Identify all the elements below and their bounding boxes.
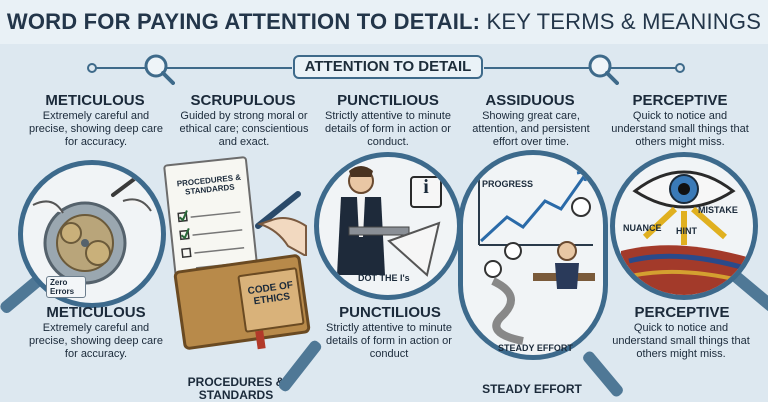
def-punctilious-bottom: Strictly attentive to minute details of … bbox=[326, 322, 452, 360]
term-punctilious: PUNCTILIOUS bbox=[337, 92, 439, 109]
def-meticulous-bottom: Extremely careful and precise, showing d… bbox=[29, 322, 163, 360]
term-scrupulous: SCRUPULOUS bbox=[190, 92, 296, 109]
hint-label: HINT bbox=[676, 226, 697, 236]
eye-icon bbox=[621, 170, 747, 295]
term-assiduous: ASSIDUOUS bbox=[485, 92, 575, 109]
rail-left bbox=[92, 67, 292, 69]
punctilious-illustration bbox=[314, 152, 462, 300]
rail-node bbox=[675, 63, 685, 73]
def-punctilious: Strictly attentive to minute details of … bbox=[325, 110, 451, 148]
magnifier-icon bbox=[143, 53, 175, 85]
page-title: WORD FOR PAYING ATTENTION TO DETAIL: KEY… bbox=[0, 0, 768, 44]
meticulous-illustration bbox=[18, 160, 166, 308]
banner-attention-to-detail: ATTENTION TO DETAIL bbox=[293, 55, 483, 79]
perceptive-illustration bbox=[610, 152, 758, 300]
title-bold: WORD FOR PAYING ATTENTION TO DETAIL: bbox=[6, 9, 481, 34]
magnifier-icon bbox=[587, 53, 619, 85]
progress-chart-icon bbox=[478, 165, 595, 345]
dot-the-is-label: DOT THE I's bbox=[358, 273, 410, 283]
steady-effort-caption: STEADY EFFORT bbox=[482, 382, 582, 396]
progress-label: PROGRESS bbox=[482, 179, 534, 189]
gear-icon bbox=[32, 169, 152, 285]
rail-node bbox=[87, 63, 97, 73]
steady-effort-scroll-label: STEADY EFFORT bbox=[498, 343, 573, 353]
def-perceptive: Quick to notice and understand small thi… bbox=[611, 110, 749, 148]
book-cover: CODE OF ETHICS bbox=[237, 267, 305, 333]
procedures-sign-label: PROCEDURES & STANDARDS bbox=[176, 172, 242, 197]
bookmark-ribbon bbox=[255, 330, 266, 350]
procedures-bottom-caption: PROCEDURES & STANDARDS bbox=[187, 375, 285, 402]
magnifier-handle bbox=[276, 338, 324, 394]
term-meticulous-bottom: METICULOUS bbox=[46, 304, 146, 321]
mistake-label: MISTAKE bbox=[698, 205, 738, 215]
term-perceptive-bottom: PERCEPTIVE bbox=[634, 304, 730, 321]
term-perceptive: PERCEPTIVE bbox=[632, 92, 728, 109]
code-of-ethics-label: CODE OF ETHICS bbox=[247, 279, 294, 308]
title-light: KEY TERMS & MEANINGS bbox=[486, 9, 762, 34]
nuance-label: NUANCE bbox=[623, 223, 662, 233]
def-meticulous: Extremely careful and precise, showing d… bbox=[29, 110, 163, 148]
gentleman-icon bbox=[337, 166, 442, 277]
def-assiduous: Showing great care, attention, and persi… bbox=[472, 110, 590, 148]
zero-errors-label: Zero Errors bbox=[50, 278, 75, 296]
code-of-ethics-book: CODE OF ETHICS bbox=[173, 253, 311, 351]
term-meticulous: METICULOUS bbox=[45, 92, 145, 109]
term-punctilious-bottom: PUNCTILIOUS bbox=[339, 304, 441, 321]
def-perceptive-bottom: Quick to notice and understand small thi… bbox=[612, 322, 750, 360]
def-scrupulous: Guided by strong moral or ethical care; … bbox=[179, 110, 309, 148]
zero-errors-badge: Zero Errors bbox=[46, 276, 86, 298]
assiduous-illustration bbox=[458, 150, 608, 360]
rail-right bbox=[484, 67, 680, 69]
info-icon: i bbox=[423, 176, 429, 198]
pen-hand-icon bbox=[248, 186, 308, 256]
